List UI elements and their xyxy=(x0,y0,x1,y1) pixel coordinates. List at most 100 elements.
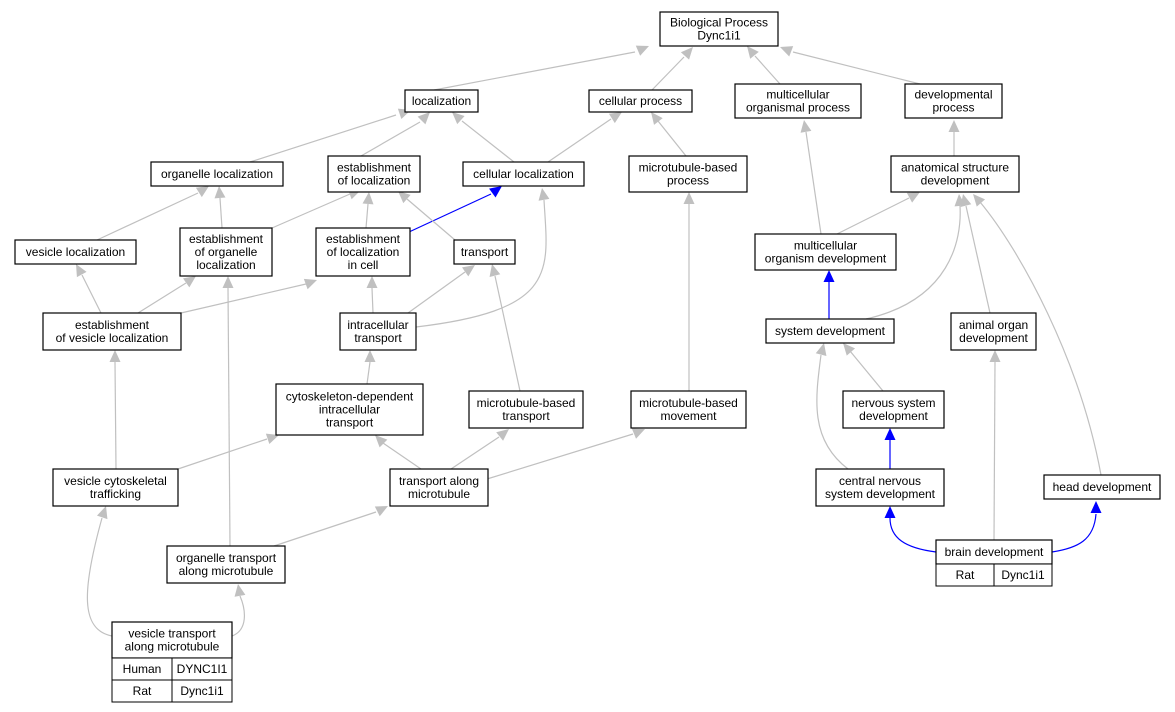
arrowhead xyxy=(222,276,234,288)
edge-arrow xyxy=(683,192,695,391)
node-box xyxy=(52,468,179,507)
edge-line xyxy=(408,193,492,233)
edge-line xyxy=(965,205,991,314)
node-label: vesicle localization xyxy=(26,245,125,259)
arrowhead xyxy=(265,433,279,445)
node-label: movement xyxy=(660,409,717,423)
node-label: cellular process xyxy=(599,94,682,108)
go-term-node-head-dev[interactable]: head development xyxy=(1043,474,1161,500)
arrowhead xyxy=(780,46,794,57)
go-term-node-loc[interactable]: localization xyxy=(404,89,479,113)
go-term-node-cyto-transport[interactable]: cytoskeleton-dependentintracellulartrans… xyxy=(275,383,424,436)
edge-arrow xyxy=(815,343,849,470)
node-label: cellular localization xyxy=(473,167,574,181)
edge-arrow xyxy=(86,506,113,637)
edge-arrow xyxy=(989,350,1001,541)
go-term-node-sys-dev[interactable]: system development xyxy=(765,318,895,344)
edge-line xyxy=(849,350,884,392)
edge-arrow xyxy=(489,264,521,392)
edge-arrow xyxy=(249,108,411,163)
node-label: system development xyxy=(775,324,886,338)
go-term-node-cell-loc[interactable]: cellular localization xyxy=(462,161,585,187)
species-label: Rat xyxy=(133,684,152,698)
arrowhead xyxy=(234,584,246,597)
edge-line xyxy=(366,361,371,385)
node-box xyxy=(111,621,233,659)
edge-line xyxy=(494,275,521,392)
go-term-node-org-loc[interactable]: organelle localization xyxy=(150,161,284,187)
edge-line xyxy=(433,51,636,91)
gene-cell xyxy=(993,563,1053,587)
node-box xyxy=(754,233,897,271)
go-term-node-cell-proc[interactable]: cellular process xyxy=(588,89,693,113)
node-box xyxy=(628,155,748,193)
edge-line xyxy=(407,271,466,314)
node-label: transport xyxy=(461,245,509,259)
edge-line xyxy=(271,193,351,229)
node-box xyxy=(453,239,516,265)
arrowhead xyxy=(747,46,759,59)
arrowhead xyxy=(96,506,108,520)
edge-line xyxy=(382,442,422,470)
edge-line xyxy=(249,114,397,163)
node-box xyxy=(815,468,945,507)
node-label: transport xyxy=(326,416,374,430)
node-label: organelle transport xyxy=(176,551,277,565)
edge-arrow xyxy=(836,192,920,235)
node-box xyxy=(404,89,479,113)
edge-arrow xyxy=(362,192,374,229)
gene-label: Dync1i1 xyxy=(1001,568,1045,582)
arrowhead xyxy=(608,112,622,124)
node-label: localization xyxy=(412,94,471,108)
edge-arrow xyxy=(360,112,430,157)
arrowhead xyxy=(884,428,896,440)
edge-arrow xyxy=(180,278,317,314)
edge-line xyxy=(979,201,1102,476)
node-label: of localization xyxy=(327,245,400,259)
arrowhead xyxy=(462,265,475,277)
arrowhead xyxy=(680,47,693,60)
edge-layer xyxy=(76,45,1102,637)
arrowhead xyxy=(489,186,502,198)
edge-arrow xyxy=(433,45,649,91)
arrowhead xyxy=(800,120,812,133)
node-box xyxy=(42,312,182,351)
node-label: transport xyxy=(354,331,402,345)
edge-line xyxy=(450,436,500,470)
node-label: establishment xyxy=(189,232,264,246)
go-term-node-transport[interactable]: transport xyxy=(453,239,516,265)
arrowhead xyxy=(214,186,226,199)
node-box xyxy=(842,390,945,429)
node-box xyxy=(339,312,417,351)
go-term-node-ves-loc[interactable]: vesicle localization xyxy=(14,239,137,265)
edge-line xyxy=(792,51,921,85)
arrowhead xyxy=(823,270,835,282)
node-label: establishment xyxy=(337,161,412,175)
node-label: development xyxy=(959,331,1028,345)
edge-arrow xyxy=(843,343,884,392)
edge-arrow xyxy=(452,112,515,163)
